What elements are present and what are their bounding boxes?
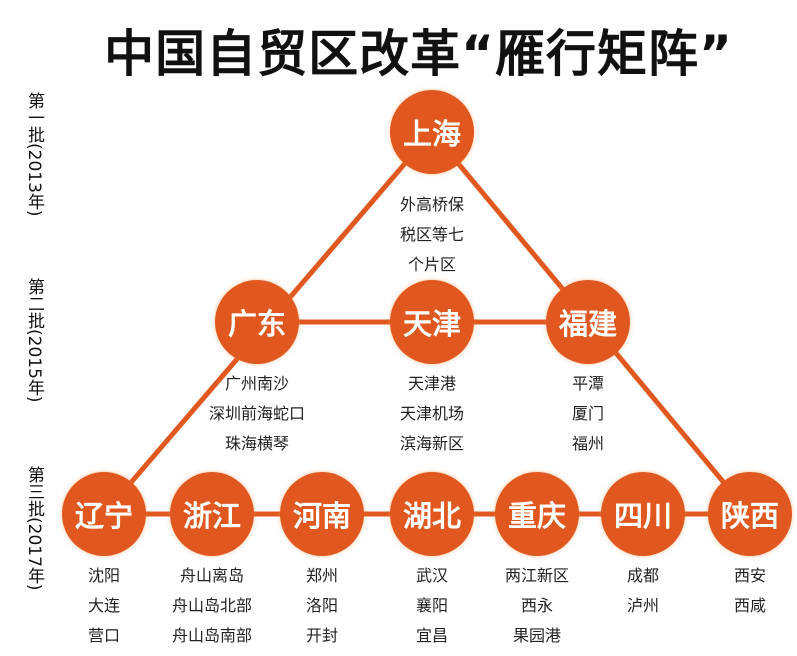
node-3: 福建	[546, 280, 630, 364]
area-label: 天津机场	[399, 404, 465, 423]
node-0: 上海	[390, 90, 474, 174]
area-label: 舟山岛北部	[171, 596, 253, 615]
area-label: 广州南沙	[224, 374, 290, 393]
node-areas-10: 西安西咸	[734, 561, 766, 621]
area-label: 个片区	[407, 255, 457, 274]
node-areas-0: 外高桥保税区等七个片区	[400, 190, 464, 280]
batch-label-1: 第一批(2013年)	[24, 92, 44, 217]
node-1: 广东	[215, 280, 299, 364]
node-areas-9: 成都泸州	[627, 561, 659, 621]
diagram-title: 中国自贸区改革“雁行矩阵”	[104, 25, 733, 83]
area-label: 滨海新区	[399, 434, 465, 453]
area-label: 厦门	[571, 404, 605, 423]
area-label: 西永	[520, 596, 554, 615]
node-areas-8: 两江新区西永果园港	[505, 561, 569, 651]
area-label: 沈阳	[87, 566, 121, 585]
node-areas-4: 沈阳大连营口	[88, 561, 120, 651]
area-label: 平潭	[571, 374, 605, 393]
node-areas-5: 舟山离岛舟山岛北部舟山岛南部	[172, 561, 252, 651]
node-areas-1: 广州南沙深圳前海蛇口珠海横琴	[209, 369, 305, 459]
area-label: 舟山离岛	[179, 566, 245, 585]
area-label: 福州	[571, 434, 605, 453]
area-label: 开封	[305, 626, 339, 645]
area-label: 宜昌	[415, 626, 449, 645]
node-9: 四川	[601, 472, 685, 556]
node-4: 辽宁	[62, 472, 146, 556]
area-label: 营口	[87, 626, 121, 645]
area-label: 洛阳	[305, 596, 339, 615]
node-2: 天津	[390, 280, 474, 364]
area-label: 襄阳	[415, 596, 449, 615]
area-label: 成都	[626, 566, 660, 585]
node-areas-3: 平潭厦门福州	[572, 369, 604, 459]
node-10: 陕西	[708, 472, 792, 556]
node-6: 河南	[280, 472, 364, 556]
area-label: 果园港	[512, 626, 562, 645]
node-areas-6: 郑州洛阳开封	[306, 561, 338, 651]
node-7: 湖北	[390, 472, 474, 556]
node-areas-7: 武汉襄阳宜昌	[416, 561, 448, 651]
batch-label-2: 第二批(2015年)	[24, 278, 44, 403]
batch-label-3: 第三批(2017年)	[24, 466, 44, 591]
area-label: 大连	[87, 596, 121, 615]
area-label: 税区等七	[399, 225, 465, 244]
node-5: 浙江	[170, 472, 254, 556]
area-label: 泸州	[626, 596, 660, 615]
area-label: 西安	[733, 566, 767, 585]
area-label: 外高桥保	[399, 195, 465, 214]
area-label: 武汉	[415, 566, 449, 585]
area-label: 深圳前海蛇口	[208, 404, 306, 423]
area-label: 西咸	[733, 596, 767, 615]
area-label: 舟山岛南部	[171, 626, 253, 645]
node-8: 重庆	[495, 472, 579, 556]
area-label: 郑州	[305, 566, 339, 585]
node-areas-2: 天津港天津机场滨海新区	[400, 369, 464, 459]
area-label: 两江新区	[504, 566, 570, 585]
area-label: 天津港	[407, 374, 457, 393]
area-label: 珠海横琴	[224, 434, 290, 453]
